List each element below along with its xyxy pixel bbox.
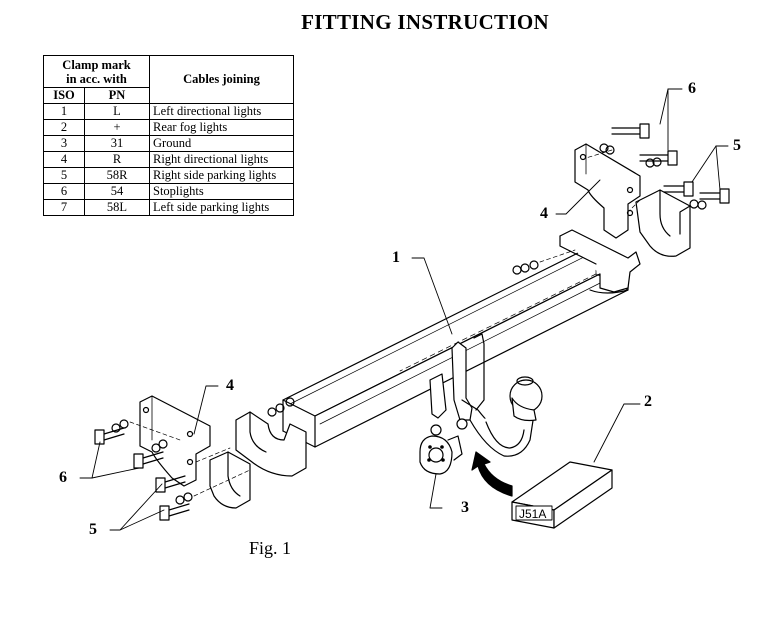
desc-cell: Left side parking lights [149,199,294,216]
desc-cell: Right side parking lights [149,167,294,184]
left-u-clamp [209,411,307,509]
right-side-plate [574,143,641,239]
leader-lines [79,88,729,531]
callout-5-right: 5 [733,137,741,154]
right-u-clamp [635,189,691,257]
callout-2: 2 [644,393,652,410]
cables-joining-header: Cables joining [149,55,294,104]
desc-cell: Ground [149,135,294,152]
electrical-socket [419,435,463,475]
callout-1: 1 [392,249,400,266]
clamp-mark-header-line1: Clamp mark [62,58,131,72]
desc-cell: Right directional lights [149,151,294,168]
callout-4-left: 4 [226,377,234,394]
right-bar-end-bracket [559,229,641,294]
left-bolts [94,397,295,521]
right-bolts [512,123,730,275]
callout-6-left: 6 [59,469,67,486]
figure-caption: Fig. 1 [249,538,292,558]
pn-header: PN [84,87,150,104]
curved-arrow [471,451,513,497]
clamp-mark-header-line2: in acc. with [66,72,127,86]
left-side-plate [139,395,211,487]
callout-5-left: 5 [89,521,97,538]
cable-clamp-table: Clamp mark in acc. with Cables joining I… [43,55,294,216]
pn-cell: 54 [84,183,150,200]
pn-cell: 31 [84,135,150,152]
page-title: FITTING INSTRUCTION [301,10,549,34]
box-label: J51A [519,507,546,521]
tow-ball-neck [429,333,543,457]
j51a-box [511,461,613,529]
callout-6-right: 6 [688,80,696,97]
clamp-mark-header: Clamp mark in acc. with [43,55,150,88]
iso-cell: 7 [43,199,85,216]
callout-3: 3 [461,499,469,516]
callout-4-right: 4 [540,205,548,222]
desc-cell: Stoplights [149,183,294,200]
pn-cell: 58L [84,199,150,216]
